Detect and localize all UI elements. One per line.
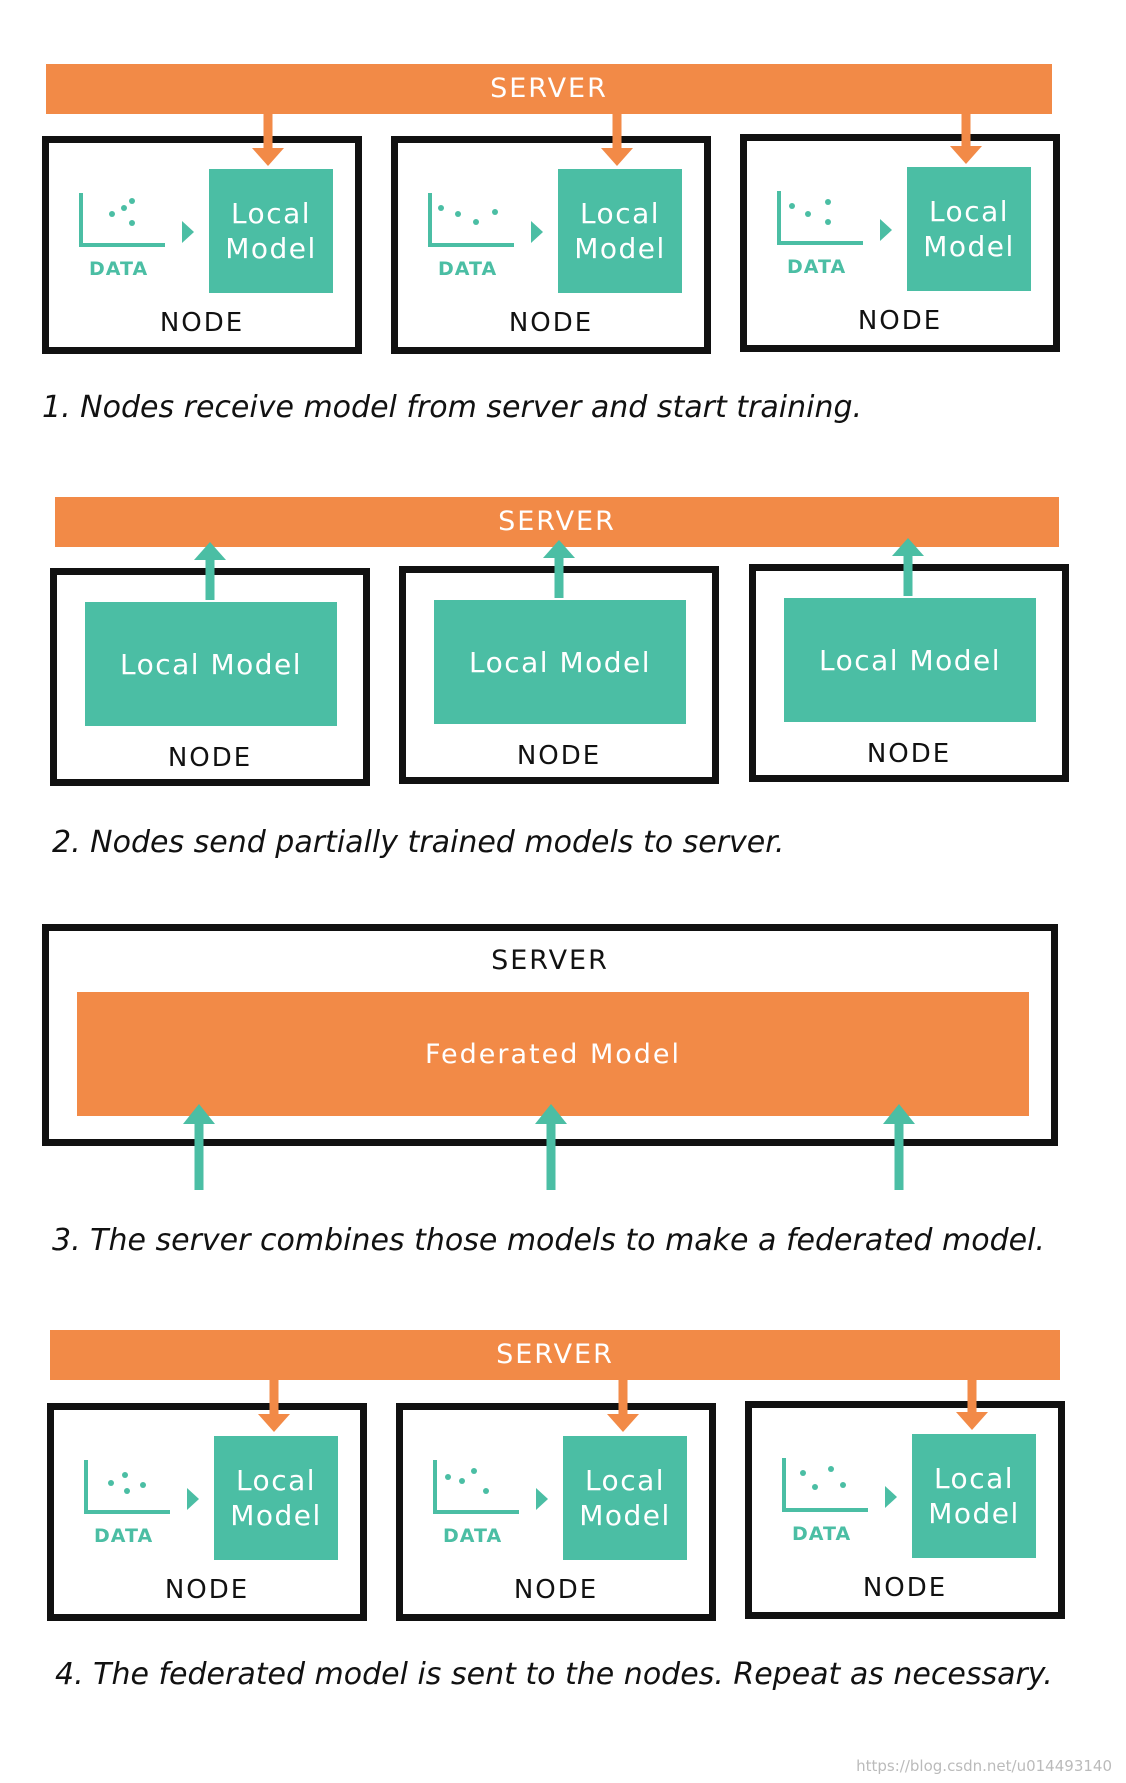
federated-model-label: Federated Model — [424, 1038, 682, 1070]
data-scatter-icon — [433, 1460, 519, 1514]
arrow-right-icon — [536, 1488, 548, 1510]
data-scatter-icon — [782, 1458, 868, 1512]
node-label: NODE — [159, 308, 245, 338]
data-point — [129, 220, 135, 226]
local-model-line1: Local — [584, 1464, 666, 1497]
step3-server-label: SERVER — [491, 945, 609, 976]
data-point — [122, 1472, 128, 1478]
local-model-line1: Local — [579, 197, 661, 230]
data-point — [483, 1488, 489, 1494]
local-model-box: Local Model — [85, 602, 337, 726]
data-point — [825, 199, 831, 205]
arrow-right-icon — [880, 219, 892, 241]
data-point — [812, 1484, 818, 1490]
local-model-line1: Local — [235, 1464, 317, 1497]
data-point — [445, 1474, 451, 1480]
node-label: NODE — [866, 739, 952, 769]
data-point — [124, 1488, 130, 1494]
local-model-box: Local Model — [434, 600, 686, 724]
data-point — [471, 1468, 477, 1474]
local-model-line2: Model — [574, 232, 666, 265]
data-point — [492, 209, 498, 215]
data-point — [840, 1482, 846, 1488]
data-label: DATA — [792, 1523, 852, 1545]
data-point — [828, 1466, 834, 1472]
data-scatter-icon — [428, 193, 514, 247]
data-point — [459, 1478, 465, 1484]
step2-caption: 2. Nodes send partially trained models t… — [52, 825, 785, 860]
step2-server-bar: SERVER — [55, 497, 1059, 547]
step2-node-3: Local Model NODE — [749, 564, 1069, 782]
data-point — [438, 205, 444, 211]
data-scatter-icon — [84, 1460, 170, 1514]
data-label: DATA — [787, 256, 847, 278]
step2-node-2: Local Model NODE — [399, 566, 719, 784]
local-model-line2: Model — [230, 1499, 322, 1532]
local-model-line1: Local — [928, 195, 1010, 228]
data-scatter-icon — [777, 191, 863, 245]
local-model-line2: Model — [928, 1497, 1020, 1530]
step1-caption: 1. Nodes receive model from server and s… — [42, 390, 863, 425]
federated-model-box: Federated Model — [77, 992, 1029, 1116]
data-point — [800, 1470, 806, 1476]
local-model-label: Local Model — [119, 647, 303, 681]
node-label: NODE — [516, 741, 602, 771]
data-point — [473, 219, 479, 225]
local-model-box: Local Model — [784, 598, 1036, 722]
data-point — [825, 219, 831, 225]
node-label: NODE — [164, 1575, 250, 1605]
arrow-right-icon — [531, 221, 543, 243]
local-model-line2: Model — [923, 230, 1015, 263]
data-point — [109, 211, 115, 217]
data-label: DATA — [94, 1525, 154, 1547]
node-label: NODE — [862, 1573, 948, 1603]
data-point — [140, 1482, 146, 1488]
arrow-right-icon — [187, 1488, 199, 1510]
step3-server-frame: SERVER Federated Model — [42, 924, 1058, 1146]
data-label: DATA — [443, 1525, 503, 1547]
data-point — [121, 205, 127, 211]
local-model-line1: Local — [230, 197, 312, 230]
step4-server-label: SERVER — [496, 1339, 614, 1370]
data-point — [455, 211, 461, 217]
step1-server-bar: SERVER — [46, 64, 1052, 114]
step1-server-label: SERVER — [490, 73, 608, 104]
step3-caption: 3. The server combines those models to m… — [52, 1223, 1045, 1258]
step4-caption: 4. The federated model is sent to the no… — [55, 1657, 1053, 1692]
node-label: NODE — [857, 306, 943, 336]
watermark: https://blog.csdn.net/u014493140 — [856, 1757, 1112, 1775]
arrow-right-icon — [885, 1486, 897, 1508]
data-point — [129, 198, 135, 204]
node-label: NODE — [513, 1575, 599, 1605]
local-model-line2: Model — [579, 1499, 671, 1532]
data-label: DATA — [438, 258, 498, 280]
step2-node-1: Local Model NODE — [50, 568, 370, 786]
data-point — [789, 203, 795, 209]
data-label: DATA — [89, 258, 149, 280]
arrow-right-icon — [182, 221, 194, 243]
data-scatter-icon — [79, 193, 165, 247]
data-point — [108, 1480, 114, 1486]
node-label: NODE — [167, 743, 253, 773]
step4-server-bar: SERVER — [50, 1330, 1060, 1380]
local-model-line1: Local — [933, 1462, 1015, 1495]
local-model-label: Local Model — [468, 645, 652, 679]
local-model-label: Local Model — [818, 643, 1002, 677]
data-point — [805, 211, 811, 217]
local-model-line2: Model — [225, 232, 317, 265]
node-label: NODE — [508, 308, 594, 338]
step2-server-label: SERVER — [498, 506, 616, 537]
